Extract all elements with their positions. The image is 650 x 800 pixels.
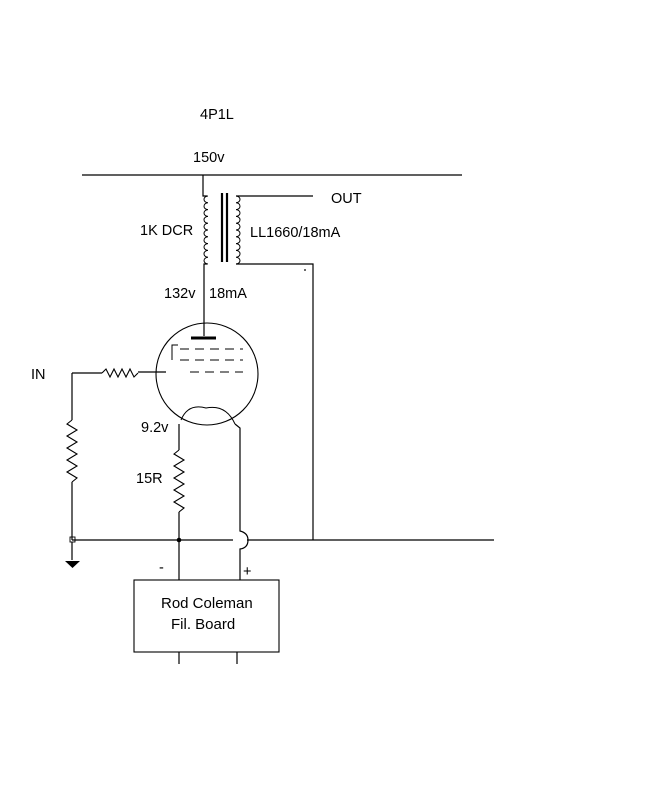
output-label: OUT bbox=[331, 191, 362, 207]
grid-leak-resistor bbox=[65, 419, 79, 483]
board-label-line2: Fil. Board bbox=[171, 616, 235, 633]
cathode-resistor bbox=[172, 449, 186, 513]
input-label: IN bbox=[31, 367, 46, 383]
output-transformer bbox=[203, 193, 241, 265]
plate-voltage-label: 132v bbox=[164, 286, 196, 302]
secondary-return-wire bbox=[236, 263, 314, 540]
plate-current-label: 18mA bbox=[209, 286, 247, 302]
minus-polarity-label: - bbox=[159, 560, 164, 576]
filament-positive-wire bbox=[234, 423, 249, 580]
triode-tube bbox=[155, 322, 259, 426]
secondary-coil bbox=[235, 195, 241, 265]
primary-dcr-label: 1K DCR bbox=[140, 223, 193, 239]
supply-voltage-label: 150v bbox=[193, 150, 225, 166]
plus-polarity-label: + bbox=[243, 564, 251, 580]
ground-symbol bbox=[65, 542, 80, 568]
transformer-label: LL1660/18mA bbox=[250, 225, 341, 241]
tube-filament bbox=[180, 406, 236, 425]
cathode-junction-dot bbox=[176, 537, 182, 543]
cathode-voltage-label: 9.2v bbox=[141, 420, 169, 436]
cathode-resistor-label: 15R bbox=[136, 471, 163, 487]
screen-grid-tie bbox=[171, 344, 178, 360]
junction-dot bbox=[304, 269, 306, 271]
board-label-line1: Rod Coleman bbox=[161, 595, 253, 612]
filament-board-box bbox=[133, 579, 280, 653]
tube-type-label: 4P1L bbox=[200, 107, 234, 123]
primary-coil bbox=[203, 195, 209, 265]
grid-stopper-resistor bbox=[101, 367, 139, 379]
primary-top-wire bbox=[202, 175, 207, 197]
tube-envelope bbox=[155, 322, 259, 426]
plate-wire bbox=[203, 263, 207, 336]
